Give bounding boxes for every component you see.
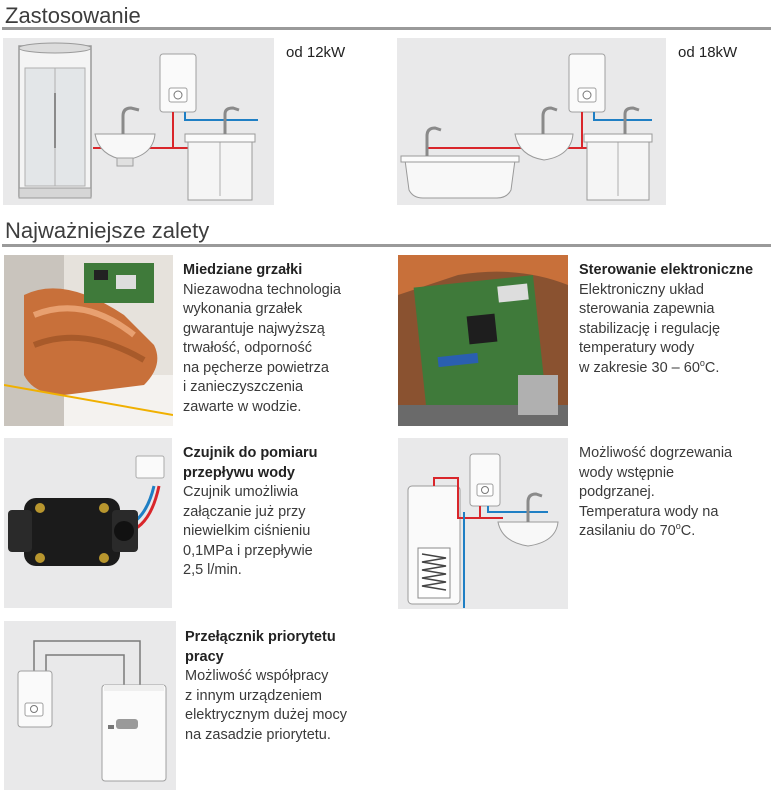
copper-heating-element-photo <box>4 255 173 426</box>
feature-text-line: w zakresie 30 – 60oC. <box>579 357 753 379</box>
celsius-unit: C. <box>704 359 720 376</box>
feature-text-line: 0,1MPa i przepływie <box>183 542 313 559</box>
feature-flow-sensor: Czujnik do pomiaru przepływu wody Czujni… <box>183 444 318 581</box>
feature-text-line: Temperatura wody na <box>579 503 719 520</box>
feature-text-line: załączanie już przy <box>183 503 306 520</box>
feature-text-line: wody wstępnie <box>579 464 675 481</box>
feature-text-line: niewielkim ciśnieniu <box>183 523 311 539</box>
feature-electronic-control: Sterowanie elektroniczne Elektroniczny u… <box>579 261 753 378</box>
section-divider <box>2 244 771 247</box>
feature-text-line: 2,5 l/min. <box>183 562 242 578</box>
degree-symbol: o <box>699 357 705 368</box>
feature-title: Miedziane grzałki <box>183 262 303 278</box>
feature-text-line: Elektroniczny układ <box>579 281 704 298</box>
feature-text-line: z innym urządzeniem <box>185 687 322 704</box>
section-title-applications: Zastosowanie <box>5 3 141 28</box>
application-power-label-12kw: od 12kW <box>286 44 346 61</box>
feature-text-line: temperatury wody <box>579 340 695 356</box>
section-title-advantages: Najważniejsze zalety <box>5 218 210 243</box>
supply-temperature-text: zasilaniu do 70 <box>579 523 676 539</box>
feature-text-line: stabilizację i regulację <box>579 320 721 337</box>
feature-preheated-water: Możliwość dogrzewania wody wstępnie podg… <box>579 444 732 542</box>
feature-text-line: gwarantuje najwyższą <box>183 320 325 337</box>
flow-sensor-photo <box>4 438 172 608</box>
feature-title: pracy <box>185 648 224 665</box>
feature-text-line: wykonania grzałek <box>183 301 303 317</box>
application-illustration-shower <box>3 38 274 205</box>
feature-text-line: Możliwość współpracy <box>185 668 329 684</box>
feature-text-line: i zanieczyszczenia <box>183 379 304 395</box>
feature-text-line: Niezawodna technologia <box>183 281 341 298</box>
feature-text-line: elektrycznym dużej mocy <box>185 707 347 723</box>
degree-symbol: o <box>675 521 681 532</box>
feature-text-line: zasilaniu do 70oC. <box>579 522 732 542</box>
application-illustration-bath <box>397 38 666 205</box>
feature-title: przepływu wody <box>183 464 295 481</box>
celsius-unit: C. <box>680 523 696 539</box>
application-power-label-18kw: od 18kW <box>678 44 738 61</box>
feature-priority-switch: Przełącznik priorytetu pracy Możliwość w… <box>185 628 347 745</box>
feature-text-line: na pęcherze powietrza <box>183 359 329 376</box>
feature-text-line: sterowania zapewnia <box>579 301 715 317</box>
preheated-water-illustration <box>398 438 568 609</box>
feature-copper-heating-elements: Miedziane grzałki Niezawodna technologia… <box>183 261 341 417</box>
priority-switch-illustration <box>4 621 176 790</box>
feature-text-line: trwałość, odporność <box>183 340 312 356</box>
feature-title: Czujnik do pomiaru <box>183 445 318 461</box>
feature-text-line: podgrzanej. <box>579 484 655 500</box>
feature-text-line: zawarte w wodzie. <box>183 398 302 415</box>
feature-title: Przełącznik priorytetu <box>185 629 336 645</box>
feature-text-line: na zasadzie priorytetu. <box>185 726 331 743</box>
temperature-range-text: w zakresie 30 – 60 <box>579 359 700 376</box>
feature-title: Sterowanie elektroniczne <box>579 262 754 278</box>
feature-text-line: Możliwość dogrzewania <box>579 445 733 461</box>
electronic-control-board-photo <box>398 255 568 426</box>
section-divider <box>2 27 771 30</box>
feature-text-line: Czujnik umożliwia <box>183 484 299 500</box>
